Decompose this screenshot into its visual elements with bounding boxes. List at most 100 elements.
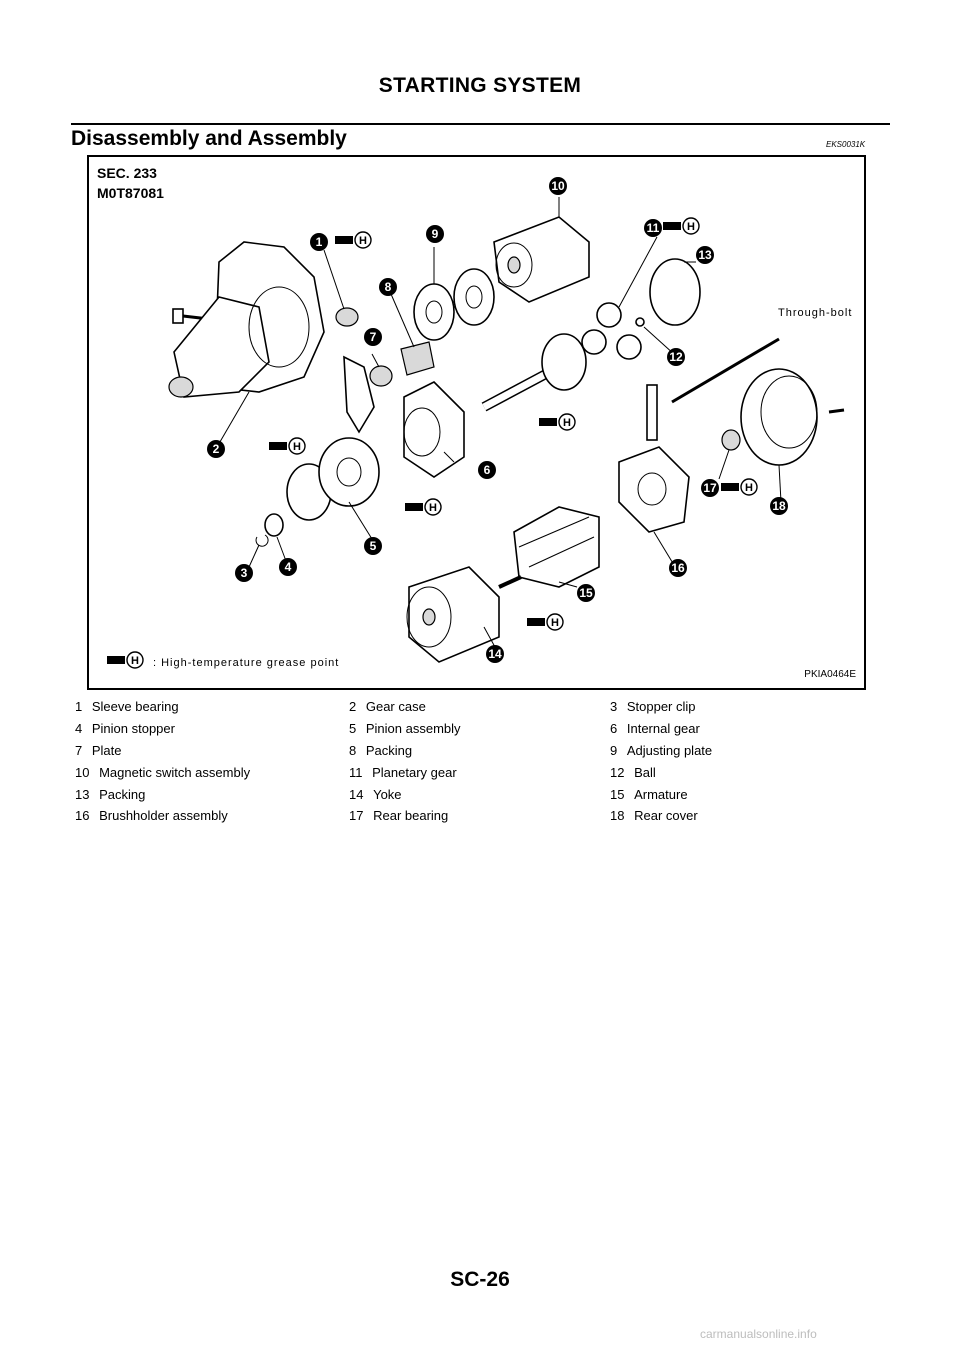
table-row: 10 Magnetic switch assembly 11 Planetary … — [75, 761, 875, 783]
part-entry: 1 Sleeve bearing — [75, 696, 349, 718]
svg-text:H: H — [429, 502, 437, 514]
part-entry: 16 Brushholder assembly — [75, 805, 349, 827]
part-entry: 9 Adjusting plate — [610, 740, 875, 762]
svg-text:5: 5 — [370, 539, 377, 553]
part-name: Armature — [634, 786, 688, 802]
svg-text:16: 16 — [671, 561, 685, 575]
part-number: 18 — [610, 808, 625, 824]
svg-text:H: H — [293, 441, 301, 453]
page-header-title: STARTING SYSTEM — [378, 74, 582, 97]
grease-symbol-icon: H — [405, 498, 442, 516]
section-code: EKS0031K — [826, 140, 866, 149]
svg-text:H: H — [551, 617, 559, 629]
lever-drawing — [343, 355, 375, 434]
part-number: 10 — [75, 764, 90, 780]
svg-text:11: 11 — [647, 221, 660, 235]
shaft-drawing — [481, 333, 587, 412]
part-entry: 12 Ball — [610, 761, 875, 783]
part-number: 8 — [349, 742, 357, 758]
armature-drawing — [498, 506, 600, 589]
callout-11: 11 — [644, 219, 662, 237]
rear-bearing-drawing — [721, 429, 741, 451]
svg-text:14: 14 — [488, 647, 502, 661]
part-name: Ball — [634, 764, 656, 780]
callout-17: 17 — [701, 479, 719, 497]
part-name: Packing — [365, 742, 413, 758]
planetary-gears-drawing — [581, 302, 642, 360]
svg-text:10: 10 — [551, 179, 565, 193]
callout-10: 10 — [549, 177, 567, 195]
plate-drawing — [369, 365, 393, 387]
part-number: 11 — [349, 764, 363, 780]
svg-text:8: 8 — [385, 280, 392, 294]
header-divider — [71, 123, 890, 125]
packing-8-drawing — [400, 341, 435, 376]
part-entry: 11 Planetary gear — [349, 761, 610, 783]
part-name: Gear case — [365, 699, 426, 715]
rear-cover-drawing — [740, 368, 845, 466]
callout-18: 18 — [770, 497, 788, 515]
callout-14: 14 — [486, 645, 504, 663]
svg-text:H: H — [359, 235, 367, 247]
part-number: 14 — [349, 786, 364, 802]
part-entry: 7 Plate — [75, 740, 349, 762]
svg-text:6: 6 — [484, 463, 491, 477]
part-name: Rear cover — [634, 808, 698, 824]
packing-13-drawing — [649, 258, 701, 326]
svg-text:17: 17 — [703, 481, 717, 495]
figure-drawing-number: M0T87081 — [97, 185, 164, 201]
part-entry: 8 Packing — [349, 740, 610, 762]
part-number: 3 — [610, 699, 618, 715]
watermark: carmanualsonline.info — [700, 1327, 817, 1341]
part-entry: 5 Pinion assembly — [349, 718, 610, 740]
part-name: Magnetic switch assembly — [99, 764, 251, 780]
part-name: Internal gear — [626, 721, 700, 737]
part-name: Pinion assembly — [365, 721, 461, 737]
part-name: Rear bearing — [373, 808, 449, 824]
part-name: Pinion stopper — [91, 721, 175, 737]
callout-6: 6 — [478, 461, 496, 479]
part-entry: 3 Stopper clip — [610, 696, 875, 718]
callout-4: 4 — [279, 558, 297, 576]
callout-7: 7 — [364, 328, 382, 346]
part-number: 7 — [75, 742, 83, 758]
figure-sec-number: SEC. 233 — [97, 165, 157, 181]
grease-symbol-icon: H — [663, 217, 700, 235]
svg-text:4: 4 — [285, 560, 292, 574]
part-name: Adjusting plate — [626, 742, 713, 758]
grease-legend-text: : High-temperature grease point — [153, 657, 340, 669]
pinion-stopper-drawing — [264, 513, 284, 537]
callout-15: 15 — [577, 584, 595, 602]
part-name: Plate — [91, 742, 122, 758]
part-entry: 13 Packing — [75, 783, 349, 805]
svg-text:1: 1 — [316, 235, 323, 249]
pinion-assembly-drawing — [286, 437, 380, 521]
part-number: 13 — [75, 786, 90, 802]
callout-16: 16 — [669, 559, 687, 577]
part-entry: 4 Pinion stopper — [75, 718, 349, 740]
part-number: 1 — [75, 699, 83, 715]
svg-text:18: 18 — [772, 499, 786, 513]
part-number: 9 — [610, 742, 618, 758]
section-title: Disassembly and Assembly — [71, 127, 347, 150]
part-entry: 6 Internal gear — [610, 718, 875, 740]
part-number: 5 — [349, 721, 357, 737]
svg-text:2: 2 — [213, 442, 220, 456]
part-number: 17 — [349, 808, 364, 824]
page-number: SC-26 — [450, 1268, 510, 1291]
grease-symbols: H H H H H H H H — [107, 217, 758, 669]
svg-text:13: 13 — [698, 248, 712, 262]
svg-text:H: H — [745, 482, 753, 494]
grease-symbol-icon: H — [539, 413, 576, 431]
exploded-diagram: 1 2 3 4 5 6 7 8 9 10 11 12 13 14 15 16 1… — [107, 177, 845, 669]
part-entry: 14 Yoke — [349, 783, 610, 805]
svg-text:H: H — [687, 221, 695, 233]
part-entry: 15 Armature — [610, 783, 875, 805]
svg-text:3: 3 — [241, 566, 248, 580]
grease-symbol-icon: H — [335, 231, 372, 249]
callout-9: 9 — [426, 225, 444, 243]
